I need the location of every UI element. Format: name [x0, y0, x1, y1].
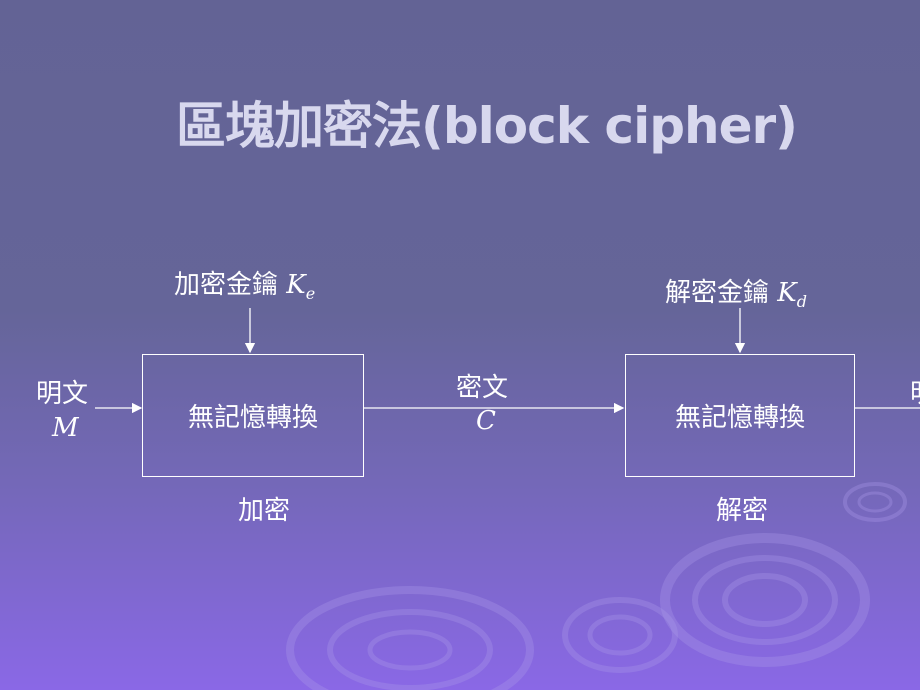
decrypt-box-label: 無記憶轉換: [674, 403, 805, 433]
encrypt-box-label: 無記憶轉換: [187, 403, 318, 433]
ciphertext-label: 密文: [456, 373, 509, 403]
plaintext-label: 明文: [36, 379, 89, 409]
decrypt-key-subscript: d: [796, 292, 807, 312]
page-title: 區塊加密法(block cipher): [176, 97, 798, 155]
decrypt-caption: 解密: [716, 496, 769, 526]
decrypt-key-label: 解密金鑰 Kd: [665, 278, 807, 312]
encrypt-key-subscript: e: [305, 284, 316, 304]
encrypt-caption: 加密: [238, 496, 291, 526]
ciphertext-symbol: C: [476, 406, 496, 436]
encrypt-key-symbol: K: [286, 270, 306, 300]
plaintext-symbol: M: [52, 413, 79, 443]
decrypt-transform-box: 無記憶轉換: [625, 354, 855, 477]
output-label-partial: 明: [910, 373, 920, 410]
encrypt-transform-box: 無記憶轉換: [142, 354, 364, 477]
decrypt-key-symbol: K: [777, 278, 797, 308]
encrypt-key-label: 加密金鑰 Ke: [174, 270, 316, 304]
